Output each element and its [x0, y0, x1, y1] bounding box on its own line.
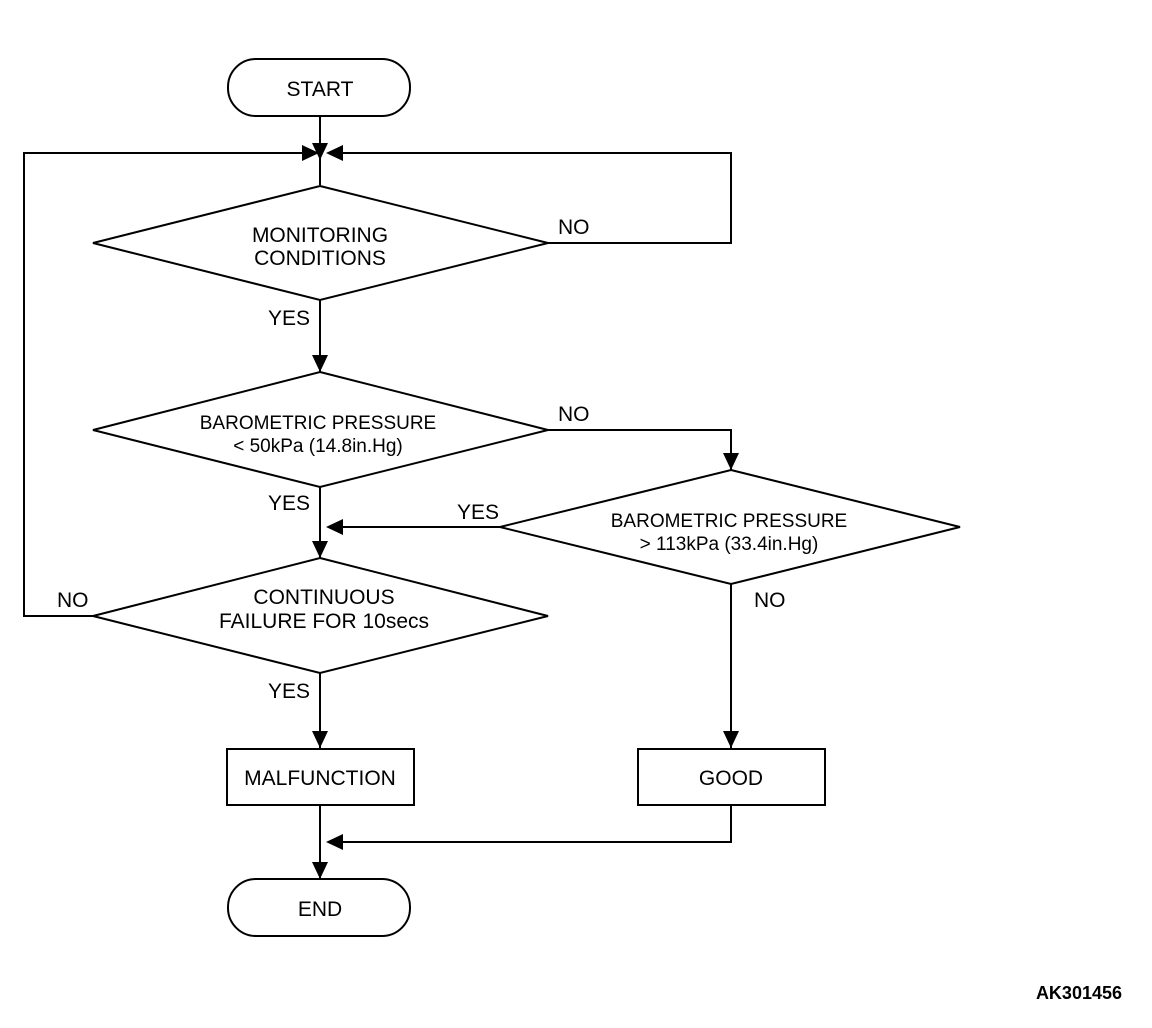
baro-high-line1: BAROMETRIC PRESSURE	[611, 511, 847, 532]
arrow-head-merge-from-left	[302, 145, 319, 161]
good-label: GOOD	[699, 767, 763, 790]
arrow-head-to-malfunction	[312, 731, 328, 748]
connector-good-end	[330, 805, 732, 843]
arrow-head-to-good	[723, 731, 739, 748]
figure-id: AK301456	[1036, 983, 1122, 1003]
malfunction-label: MALFUNCTION	[244, 767, 396, 790]
baro-high-no-label: NO	[754, 589, 786, 612]
continuous-line2: FAILURE FOR 10secs	[219, 610, 429, 633]
monitoring-yes-label: YES	[268, 307, 310, 330]
monitoring-line1: MONITORING	[252, 224, 388, 247]
connector-monitoring-no	[330, 152, 732, 244]
arrow-head-to-continuous	[312, 541, 328, 558]
baro-low-line2: < 50kPa (14.8in.Hg)	[233, 436, 403, 457]
baro-high-yes-label: YES	[457, 501, 499, 524]
connector-continuous-no	[23, 152, 310, 617]
continuous-yes-label: YES	[268, 680, 310, 703]
baro-high-line2: > 113kPa (33.4in.Hg)	[640, 534, 819, 555]
baro-low-line1: BAROMETRIC PRESSURE	[200, 413, 436, 434]
arrow-head-to-baro-low	[312, 355, 328, 372]
connector-baro-low-no	[548, 429, 732, 470]
monitoring-line2: CONDITIONS	[254, 247, 386, 270]
arrow-head-good-join	[326, 834, 343, 850]
arrow-head-merge-down	[312, 143, 328, 160]
baro-low-yes-label: YES	[268, 492, 310, 515]
start-label: START	[287, 78, 354, 101]
arrow-head-to-end	[312, 862, 328, 879]
end-terminator	[227, 878, 411, 937]
arrow-head-baro-high-yes	[326, 519, 343, 535]
monitoring-no-label: NO	[558, 216, 590, 239]
end-label: END	[298, 898, 342, 921]
baro-low-no-label: NO	[558, 403, 590, 426]
continuous-line1: CONTINUOUS	[253, 586, 394, 609]
arrow-head-to-baro-high	[723, 453, 739, 470]
continuous-no-label: NO	[57, 589, 89, 612]
